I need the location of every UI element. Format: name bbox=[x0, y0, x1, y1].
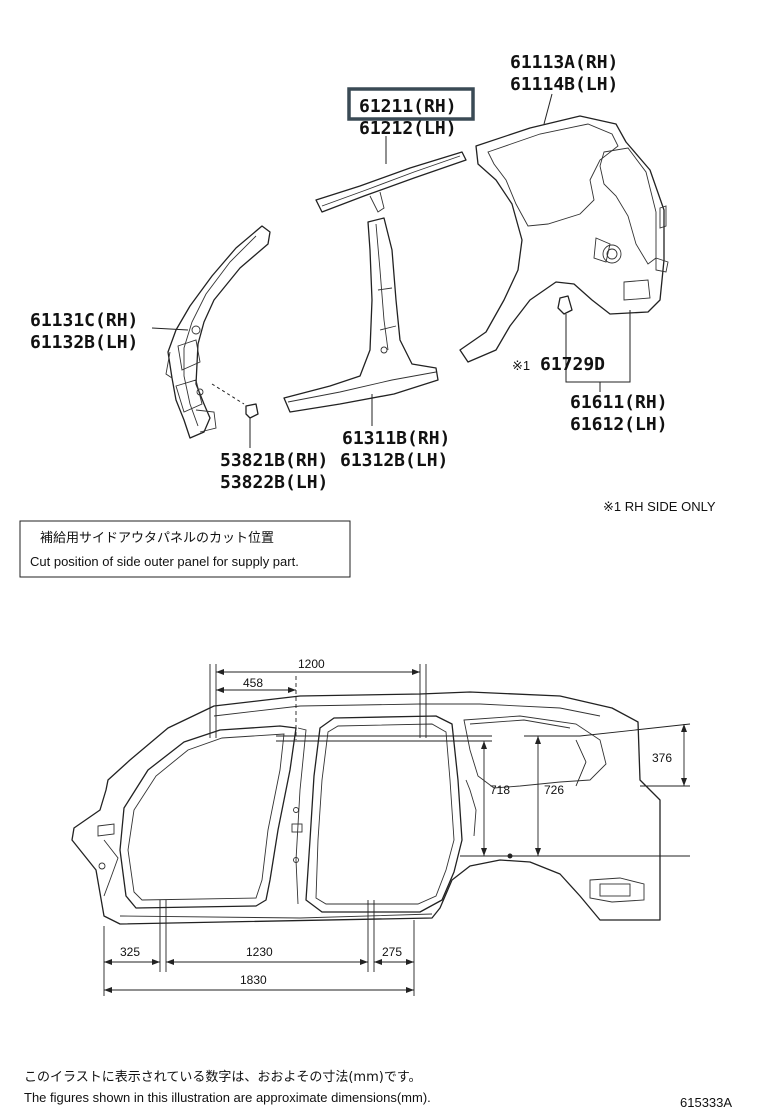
quarter-panel-drawing bbox=[459, 115, 669, 363]
bracket-drawing bbox=[211, 383, 259, 419]
dim-376: 376 bbox=[652, 751, 672, 765]
cut-position-box: 補給用サイドアウタパネルのカット位置 Cut position of side … bbox=[19, 520, 351, 578]
footer-note-jp: このイラストに表示されている数字は、おおよその寸法(mm)です。 bbox=[24, 1070, 422, 1085]
rh-side-only-note: ※1 RH SIDE ONLY bbox=[603, 499, 716, 514]
label-61131c: 61131C(RH) bbox=[30, 310, 138, 331]
dim-325: 325 bbox=[120, 945, 140, 959]
highlight-box bbox=[347, 87, 475, 121]
dim-458: 458 bbox=[243, 676, 263, 690]
illustration-code: 615333A bbox=[680, 1095, 732, 1110]
label-61212: 61212(LH) bbox=[359, 118, 457, 139]
cut-box-en: Cut position of side outer panel for sup… bbox=[30, 554, 299, 569]
label-rh-mark: ※1 bbox=[512, 358, 530, 373]
label-61312b: 61312B(LH) bbox=[340, 450, 448, 471]
label-61113a: 61113A(RH) bbox=[510, 52, 618, 73]
front-pillar-drawing bbox=[165, 225, 271, 439]
label-61611: 61611(RH) bbox=[570, 392, 668, 413]
label-61729d: 61729D bbox=[540, 354, 605, 375]
fuel-lid-drawing bbox=[557, 295, 573, 352]
side-profile-drawing bbox=[71, 691, 661, 925]
dim-718: 718 bbox=[490, 783, 510, 797]
label-61114b: 61114B(LH) bbox=[510, 74, 618, 95]
label-53822b: 53822B(LH) bbox=[220, 472, 328, 493]
label-61211: 61211(RH) bbox=[359, 96, 457, 117]
label-53821b: 53821B(RH) bbox=[220, 450, 328, 471]
label-61612: 61612(LH) bbox=[570, 414, 668, 435]
footer-note-en: The figures shown in this illustration a… bbox=[24, 1090, 431, 1105]
dim-275: 275 bbox=[382, 945, 402, 959]
dim-1830: 1830 bbox=[240, 973, 267, 987]
leader-lines bbox=[151, 93, 631, 448]
center-pillar-rocker-drawing bbox=[283, 217, 439, 413]
dim-1230: 1230 bbox=[246, 945, 273, 959]
cut-box-jp: 補給用サイドアウタパネルのカット位置 bbox=[40, 531, 274, 546]
dim-1200: 1200 bbox=[298, 657, 325, 671]
dimension-lines bbox=[104, 669, 691, 993]
dim-726: 726 bbox=[544, 783, 564, 797]
cut-lines bbox=[103, 664, 492, 996]
label-61132b: 61132B(LH) bbox=[30, 332, 138, 353]
label-61311b: 61311B(RH) bbox=[342, 428, 450, 449]
roof-side-rail-drawing bbox=[315, 151, 467, 213]
